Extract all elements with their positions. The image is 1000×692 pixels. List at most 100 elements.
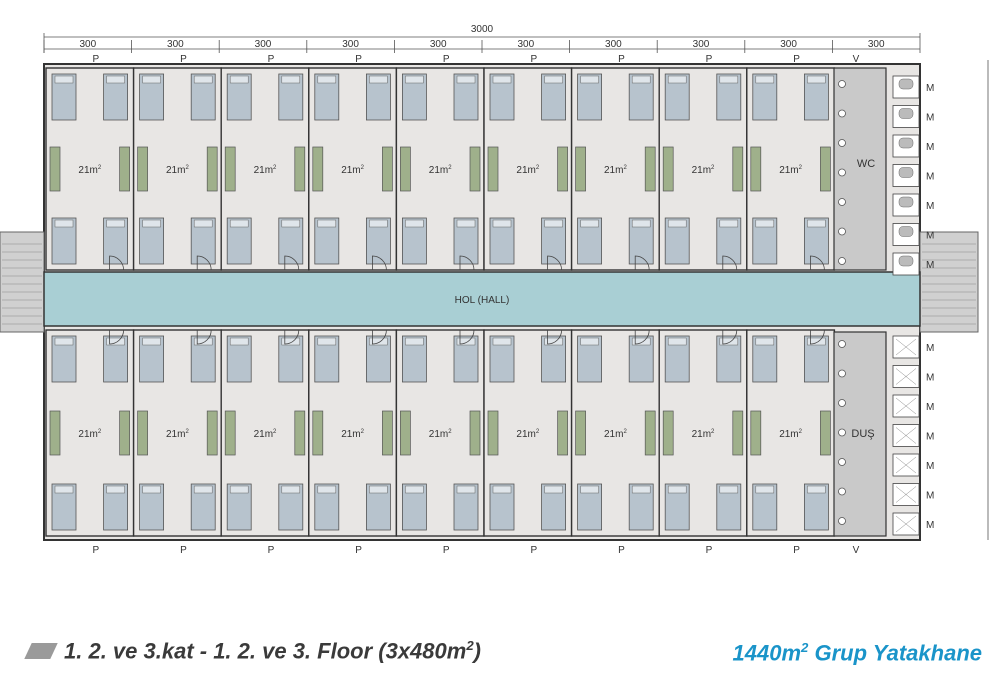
pillow [405,337,424,346]
room-area-label: 21m2 [78,165,101,176]
fixture-marker: M [926,142,934,153]
sink [838,340,846,348]
pillow [631,75,651,84]
room-area-label: 21m2 [341,429,364,440]
pillow [405,219,424,228]
segment-dimension-label: 300 [342,39,359,50]
caption-text: 1. 2. ve 3.kat - 1. 2. ve 3. Floor (3x48… [64,638,467,664]
room-area-label: 21m2 [516,429,539,440]
desk [732,410,744,456]
pillow [317,75,337,84]
window-marker-bottom: P [268,545,275,556]
desk [644,410,656,456]
room-area-sup: 2 [273,165,277,171]
shower-tray [895,486,917,503]
window-marker-top: P [618,54,625,65]
pillow [229,75,249,84]
pillow [667,485,687,494]
desk [575,410,586,456]
pillow [106,75,125,84]
pillow [580,75,599,84]
hall [43,271,921,327]
pillow [369,337,388,346]
pillow [631,485,651,494]
pillow [544,485,563,494]
stair-left [0,231,45,333]
wc-cubicle: M [892,252,934,276]
dorm-room: 21m2 [395,67,485,271]
caption-suffix: ) [473,638,481,664]
window-marker-bottom: P [706,545,713,556]
pillow [580,219,599,228]
desk [487,146,499,192]
segment-dimension-label: 300 [167,39,184,50]
pillow [317,337,337,346]
room-area-sup: 2 [361,429,365,435]
dorm-room: 21m2 [308,67,398,271]
room-area-label: 21m2 [78,429,101,440]
window-marker-top: P [443,54,450,65]
sink [838,109,846,118]
desk [312,146,324,192]
toilet [898,167,914,178]
toilet [898,226,914,237]
desk [382,410,393,456]
window-marker-bottom: P [92,545,99,556]
pillow [193,219,213,228]
door-swing [196,255,212,271]
pillow [456,219,476,228]
fixture-marker: M [926,461,934,472]
pillow [755,485,775,494]
door-swing [372,255,387,271]
desk [557,146,568,192]
door-swing [109,329,124,345]
sink [838,227,846,236]
window-marker-top: P [180,54,187,65]
desk [137,146,148,192]
room-area-sup: 2 [623,165,627,171]
room-area-label: 21m2 [604,165,627,176]
door-swing [372,329,387,345]
desk [294,410,306,456]
fixture-marker: M [926,83,934,94]
shower-cubicle: M [892,453,934,477]
pillow [54,485,74,494]
door-swing [634,255,650,271]
sink [838,428,846,437]
room-area-sup: 2 [799,165,803,171]
segment-dimension-label: 300 [517,39,534,50]
pillow [807,75,826,84]
desk [820,410,831,456]
pillow [667,75,687,84]
sink [838,399,846,407]
door-swing [284,255,300,271]
desk [400,146,411,192]
sink [838,458,846,466]
room-area-sup: 2 [623,429,627,435]
pillow [54,75,74,84]
desk [644,146,656,192]
shower-cubicle: M [892,335,934,359]
pillow [456,485,476,494]
shower-tray [895,368,917,385]
door-swing [284,329,300,345]
dorm-room: 21m2 [570,329,660,537]
vent-marker-top: V [853,54,860,65]
pillow [142,219,161,228]
desk [206,410,218,456]
toilet [898,137,914,149]
pillow [492,485,512,494]
room-area-label: 21m2 [166,165,189,176]
brand-text: 1440m [732,640,802,666]
segment-dimension-label: 300 [255,39,272,50]
dorm-room: 21m2 [570,67,660,271]
dorm-room: 21m2 [483,67,573,271]
room-area-sup: 2 [536,165,540,171]
segment-dimension-label: 300 [605,39,622,50]
dorm-room: 21m2 [45,67,135,271]
pillow [281,485,301,494]
window-marker-bottom: P [793,545,800,556]
desk [224,410,236,456]
pillow [755,75,775,84]
